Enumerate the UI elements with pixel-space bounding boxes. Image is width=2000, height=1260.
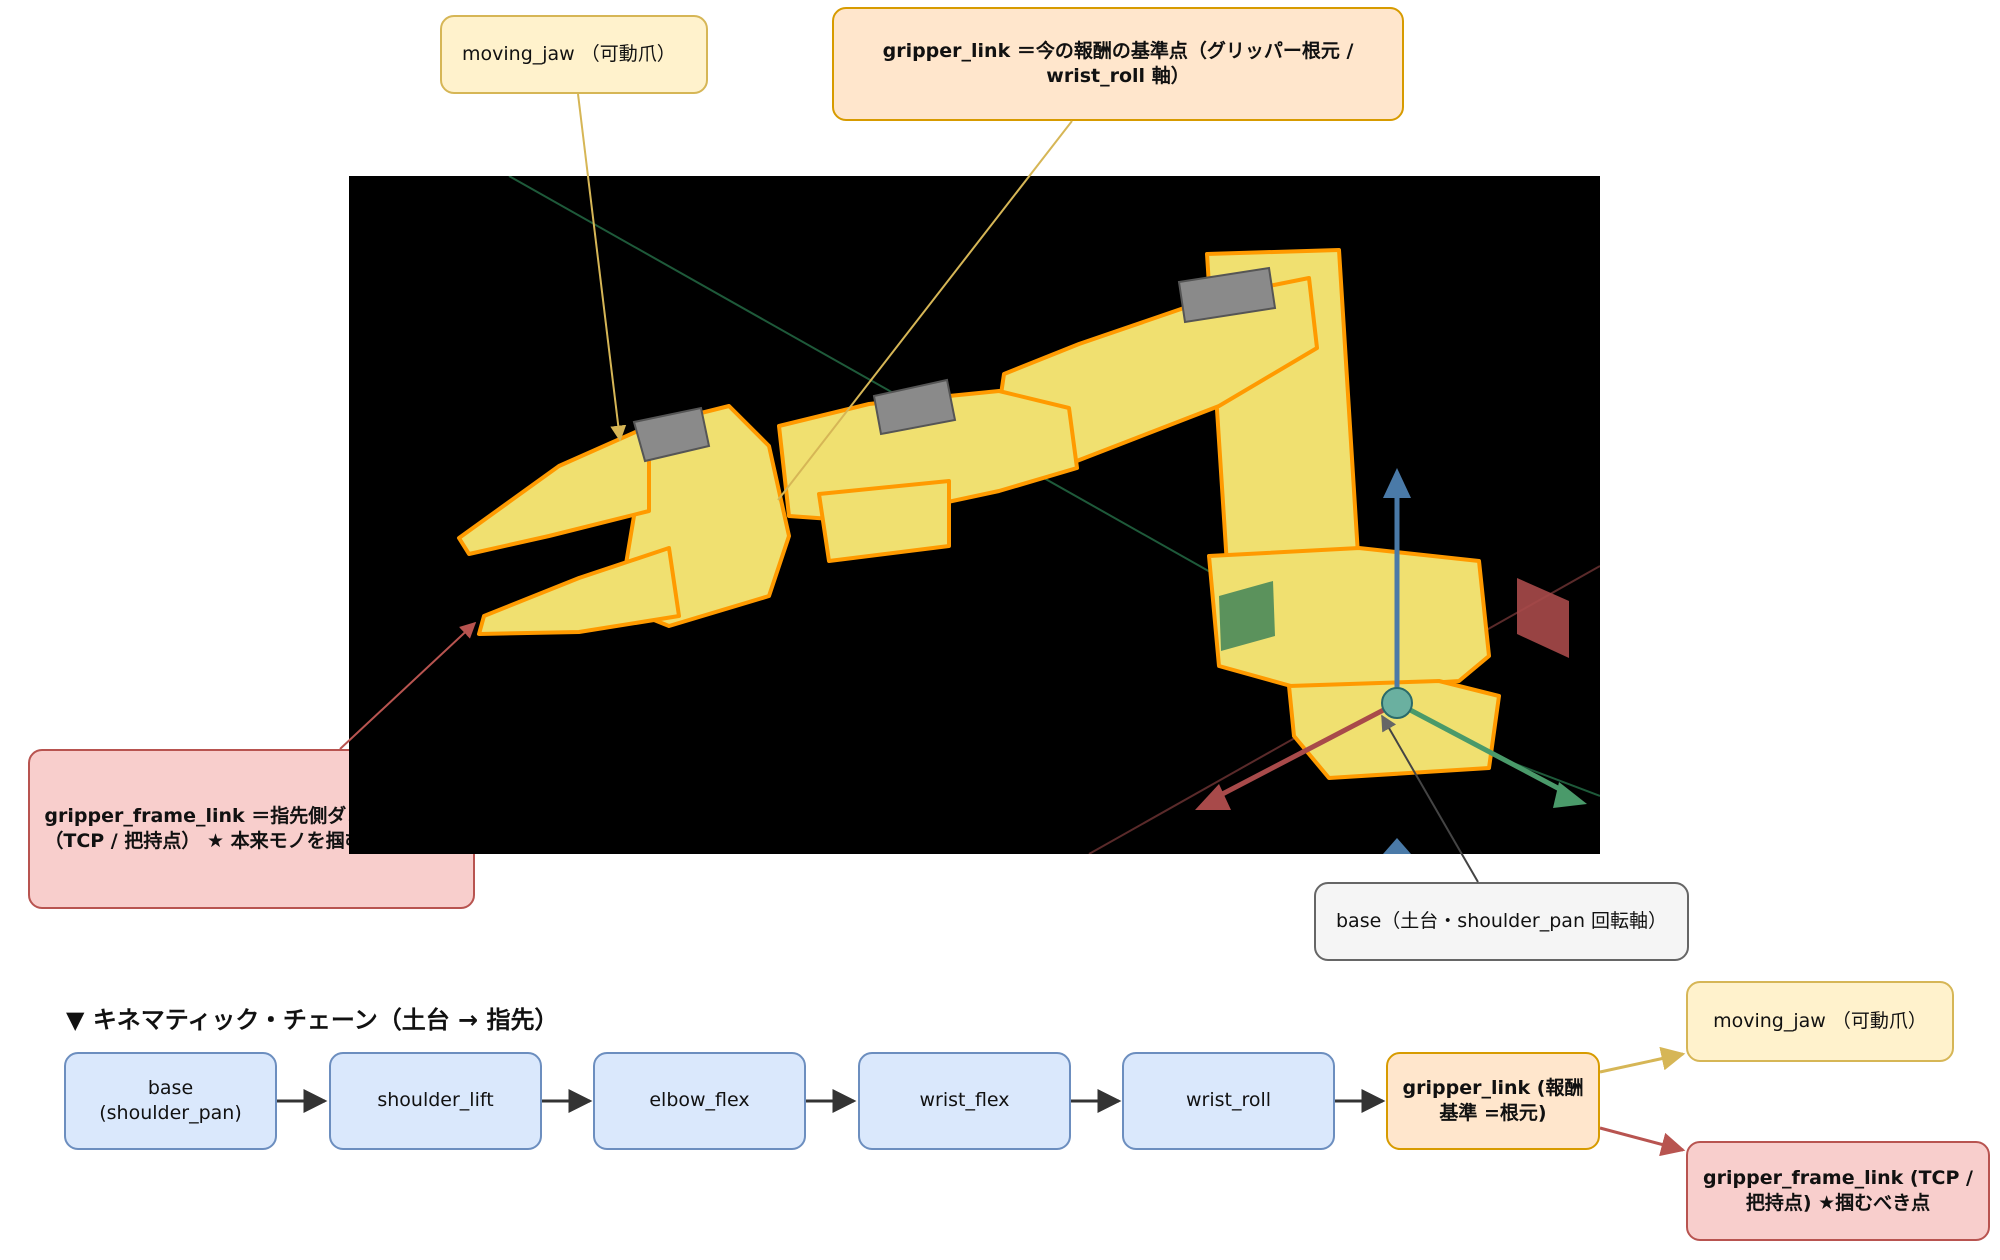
chain-node-shoulder-lift: shoulder_lift [329,1052,542,1150]
branch-arrow-tcp [1600,1128,1683,1150]
base-callout: base（土台・shoulder_pan 回転軸） [1314,882,1689,961]
lower-axis-marker [1383,838,1411,854]
axis-plane-red [1517,578,1569,658]
z-axis-arrowhead [1383,468,1411,498]
chain-node-base: base (shoulder_pan) [64,1052,277,1150]
branch-arrow-moving-jaw [1600,1054,1683,1072]
chain-branch-gripper-frame-link: gripper_frame_link (TCP / 把持点) ★掴むべき点 [1686,1141,1990,1241]
moving-jaw-callout: moving_jaw （可動爪） [440,15,708,94]
chain-node-wrist-flex: wrist_flex [858,1052,1071,1150]
chain-node-gripper-link: gripper_link (報酬基準 =根元) [1386,1052,1600,1150]
chain-node-wrist-roll: wrist_roll [1122,1052,1335,1150]
robot-arm-illustration [349,176,1600,854]
x-axis-arrowhead [1195,784,1231,810]
fixed-jaw-finger [479,548,679,634]
moving-jaw-finger [459,426,649,554]
chain-branch-moving-jaw: moving_jaw （可動爪） [1686,981,1954,1062]
gripper-link-callout: gripper_link ＝今の報酬の基準点（グリッパー根元 / wrist_r… [832,7,1404,121]
base-origin-marker [1382,688,1412,718]
wrist-block [819,481,949,561]
chain-node-elbow-flex: elbow_flex [593,1052,806,1150]
chain-title: ▼ キネマティック・チェーン（土台 → 指先） [66,1000,559,1035]
robot-arm-render [349,176,1600,854]
